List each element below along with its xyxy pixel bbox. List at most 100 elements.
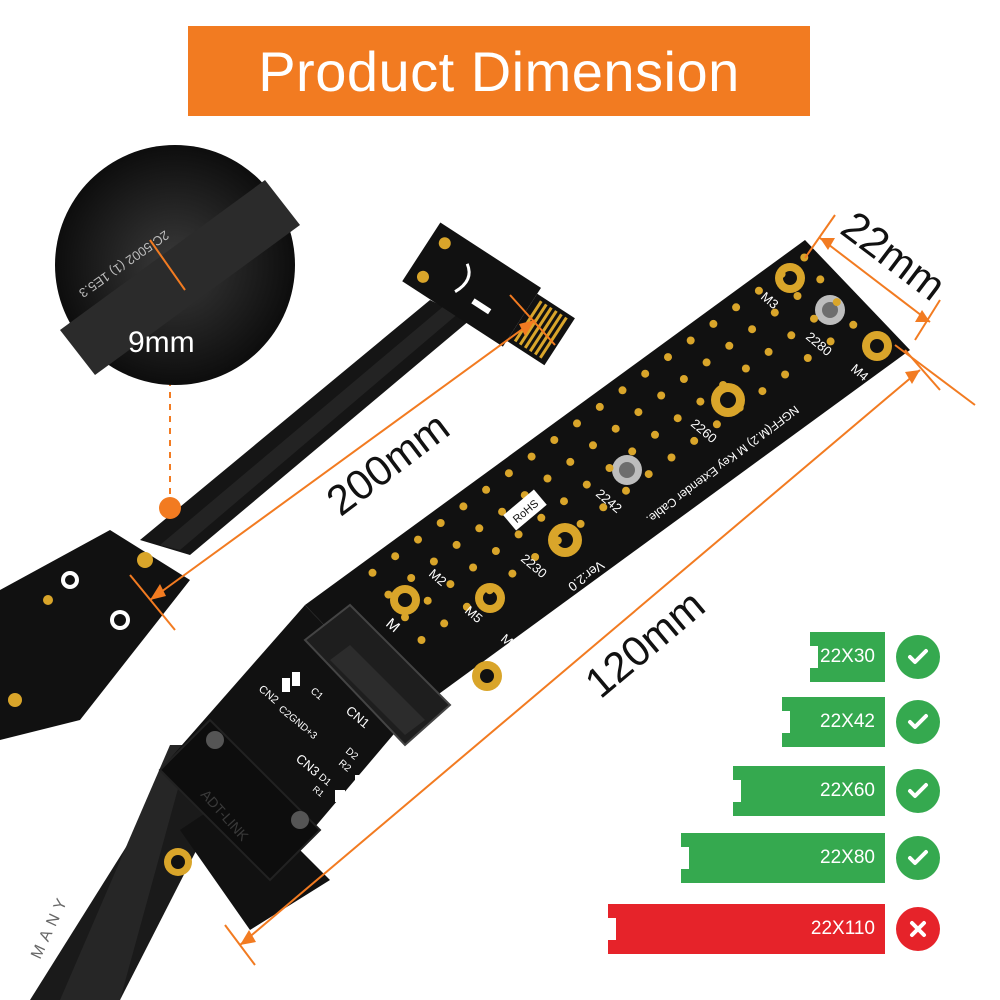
rohs-mark: RoHS [503, 489, 547, 531]
via-dot [491, 547, 500, 555]
via-dot [754, 286, 763, 295]
via-dot [537, 513, 546, 522]
via-dot [735, 403, 744, 412]
compat-label: 22X110 [810, 918, 875, 939]
via-dot [709, 319, 718, 328]
via-dot [446, 580, 455, 589]
via-dot [436, 519, 445, 527]
via-dot [440, 619, 449, 628]
via-dot [485, 586, 494, 595]
via-dot [401, 613, 409, 622]
check-icon [896, 700, 940, 744]
m2-extender-board: ADT-LINK M3 2280 M4 2260 NGFF(M.2) M Key… [158, 240, 910, 930]
cable-plug: ADT-LINK [158, 718, 322, 882]
via-dot [417, 636, 426, 644]
check-icon [896, 635, 940, 679]
via-dot [770, 308, 779, 317]
via-dot [384, 590, 393, 599]
via-dot [651, 430, 659, 439]
via-dot [391, 552, 400, 561]
compat-bar-22x80: 22X80 [681, 833, 885, 883]
check-icon [896, 769, 940, 813]
via-dot [560, 497, 568, 506]
via-dot [741, 364, 750, 373]
via-dot [589, 441, 597, 450]
via-dot [618, 386, 627, 395]
via-dot [514, 530, 523, 539]
via-dot [459, 502, 468, 511]
via-dot [725, 341, 734, 350]
via-dot [462, 602, 471, 611]
check-icon [896, 836, 940, 880]
dimension-lines [129, 214, 976, 966]
bar-notch [608, 918, 616, 940]
ribbon-cable-upper [140, 300, 470, 555]
via-dot [566, 457, 575, 466]
via-dot [758, 387, 767, 396]
via-dot [787, 331, 796, 340]
via-dot [543, 474, 552, 483]
compat-label: 22X60 [820, 780, 875, 801]
compat-bar-22x60: 22X60 [733, 766, 885, 816]
cable-thickness-inset: 2C 5002 (1) 1E5.3 [55, 145, 300, 385]
bar-notch [733, 780, 741, 802]
via-dot [764, 347, 773, 356]
bar-notch [782, 711, 790, 733]
via-dot [368, 568, 377, 577]
cable-width-label: 9mm [128, 326, 195, 359]
compat-label: 22X42 [820, 711, 875, 732]
via-dot [777, 270, 786, 279]
via-dot [667, 453, 676, 462]
via-dot [482, 485, 491, 494]
host-adapter-board [0, 530, 190, 740]
title-banner: Product Dimension [188, 26, 810, 116]
via-dot [573, 419, 581, 428]
compat-bar-22x110: 22X110 [608, 904, 885, 954]
via-dot [719, 381, 728, 389]
via-dot [498, 507, 507, 516]
via-dot [508, 569, 517, 578]
via-dot [832, 298, 841, 307]
bar-notch [681, 847, 689, 869]
via-dot [475, 524, 484, 533]
via-dot [657, 391, 666, 400]
bar-notch [810, 646, 818, 668]
via-dot [531, 553, 540, 561]
via-dot [781, 370, 790, 379]
via-dot [634, 408, 643, 417]
via-dot [803, 354, 812, 362]
via-dot [452, 540, 461, 549]
via-dot [553, 536, 562, 545]
via-dot [527, 452, 536, 461]
via-dot [702, 358, 711, 367]
via-dot [690, 436, 699, 445]
compat-label: 22X80 [820, 847, 875, 868]
via-dot [611, 424, 620, 433]
via-dot [673, 414, 682, 423]
via-dot [696, 397, 705, 406]
via-dot [849, 320, 858, 329]
via-dot [414, 535, 422, 544]
via-dot [407, 574, 416, 582]
via-dot [423, 596, 432, 605]
compat-label: 22X30 [820, 646, 875, 667]
via-dot [504, 469, 513, 478]
via-dot [810, 314, 818, 323]
via-dot [599, 503, 608, 512]
via-dot [732, 303, 741, 312]
via-dot [686, 336, 695, 345]
page-title: Product Dimension [258, 39, 740, 103]
m2-socket [303, 603, 452, 747]
via-dot [641, 369, 650, 378]
compat-bar-22x42: 22X42 [782, 697, 885, 747]
via-dot [712, 420, 721, 429]
via-dot [582, 480, 591, 489]
via-dot [679, 375, 688, 383]
via-dot [644, 470, 653, 479]
via-dot [826, 337, 835, 346]
via-dot [628, 447, 637, 456]
via-dot [595, 402, 604, 411]
cross-icon [896, 907, 940, 951]
via-dot [576, 519, 585, 528]
